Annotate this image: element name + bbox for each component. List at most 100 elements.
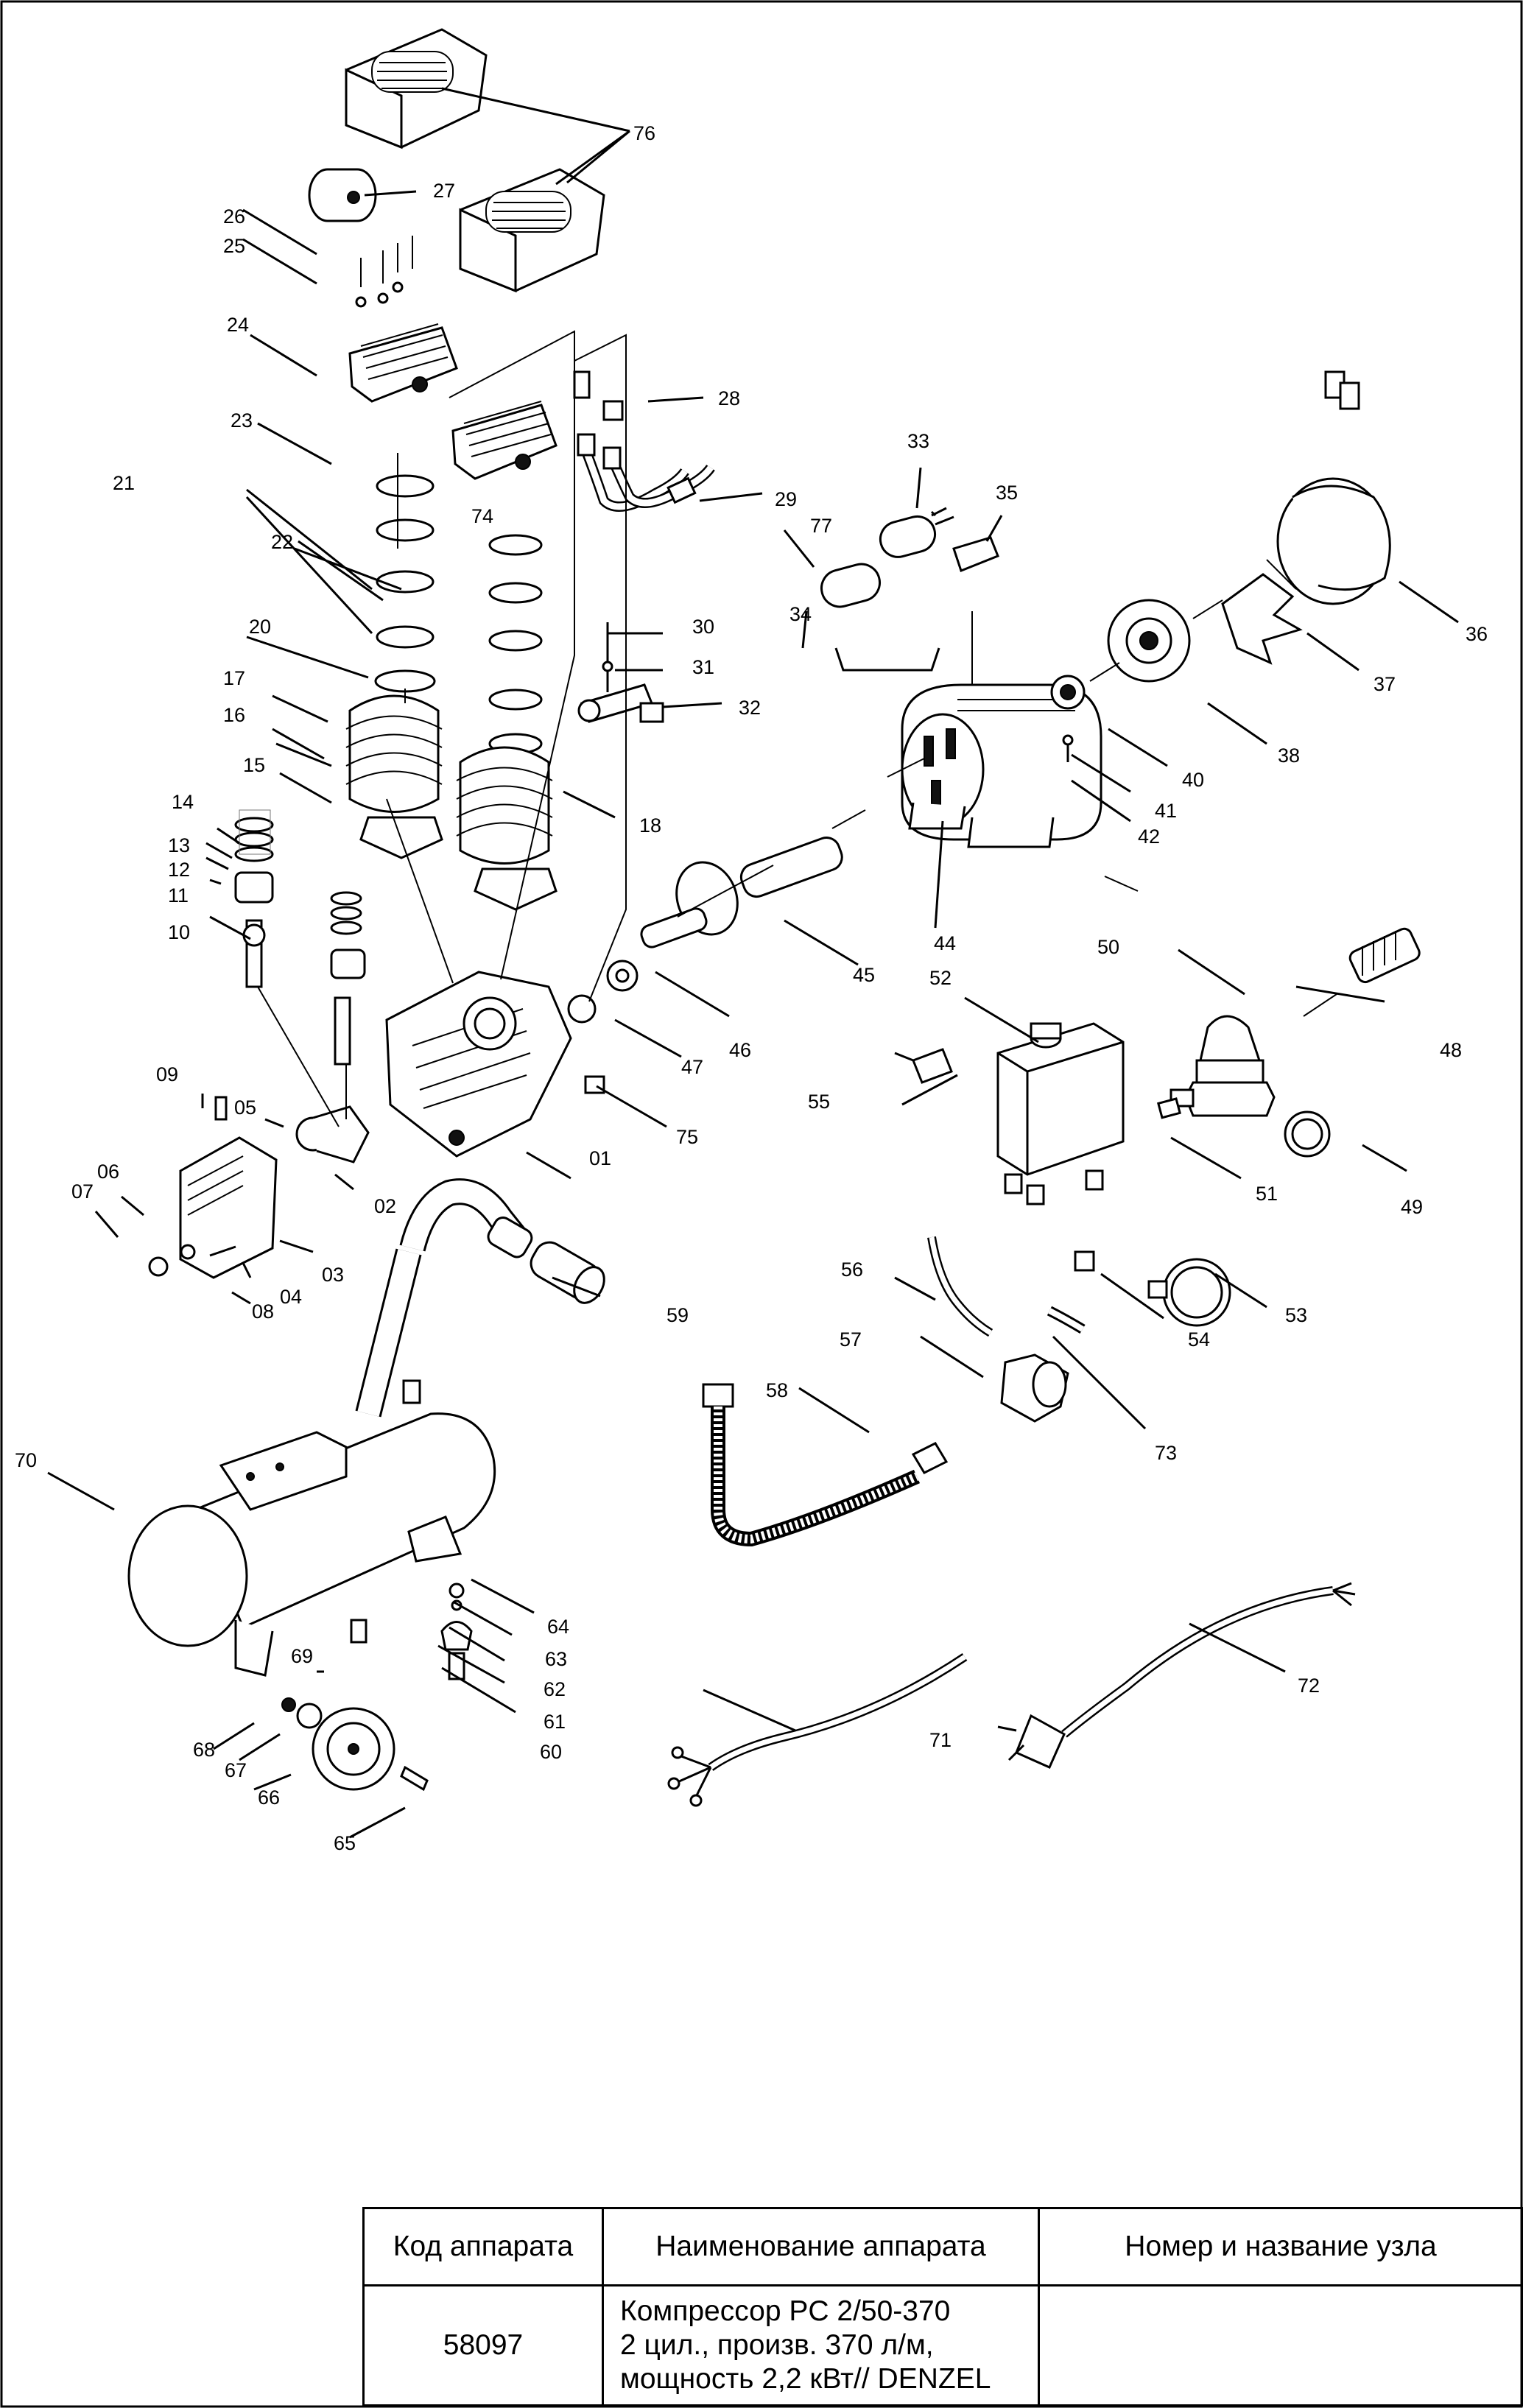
callout-01: 01 (589, 1147, 611, 1169)
assembly-guide-lines (257, 330, 1337, 1127)
callout-11: 11 (168, 884, 189, 906)
callout-59: 59 (666, 1304, 689, 1326)
callout-62: 62 (544, 1678, 566, 1700)
callout-24: 24 (227, 314, 249, 336)
intake-pipe (355, 1178, 605, 1418)
callout-67: 67 (225, 1759, 247, 1781)
air-tank (127, 1379, 496, 1677)
callout-27: 27 (433, 180, 455, 202)
flex-hose (702, 1383, 949, 1547)
callout-34: 34 (789, 603, 812, 625)
callout-23: 23 (231, 409, 253, 432)
callout-66: 66 (258, 1786, 280, 1809)
callout-52: 52 (929, 967, 952, 989)
leader-lines (47, 190, 1459, 1839)
callout-25: 25 (223, 235, 245, 257)
cell-name-line-1: Компрессор PC 2/50-370 (620, 2295, 951, 2327)
callout-42: 42 (1138, 825, 1160, 848)
callout-48: 48 (1440, 1039, 1462, 1061)
callout-71: 71 (929, 1729, 952, 1751)
callout-63: 63 (545, 1648, 567, 1670)
callout-36: 36 (1466, 623, 1488, 645)
title-block-table: Код аппарата Наименование аппарата Номер… (362, 2207, 1523, 2407)
delivery-pipes (573, 370, 715, 512)
callout-32: 32 (739, 697, 761, 719)
cell-name-line-3: мощность 2,2 кВт// DENZEL (620, 2363, 991, 2395)
callout-55: 55 (808, 1091, 830, 1113)
power-cables (667, 1582, 1356, 1807)
pressure-switch (996, 1022, 1125, 1272)
cover-leader-lines (441, 87, 630, 186)
callout-46: 46 (729, 1039, 751, 1061)
callout-41: 41 (1155, 800, 1177, 822)
callout-76: 76 (633, 122, 655, 144)
callout-10: 10 (168, 921, 190, 943)
cell-code: 58097 (362, 2284, 604, 2407)
cell-name: Компрессор PC 2/50-370 2 цил., произв. 3… (602, 2284, 1040, 2407)
head-bolts (355, 236, 413, 308)
callout-18: 18 (639, 814, 661, 837)
regulator-valve (1147, 927, 1421, 1327)
crankcase (385, 960, 639, 1158)
callout-70: 70 (15, 1449, 37, 1471)
callout-64: 64 (547, 1616, 569, 1638)
callout-40: 40 (1182, 769, 1204, 791)
callout-54: 54 (1188, 1328, 1210, 1351)
callout-16: 16 (223, 704, 245, 726)
callout-07: 07 (71, 1180, 94, 1203)
callout-69: 69 (291, 1645, 313, 1667)
check-valve-tubes (894, 1048, 1086, 1423)
callout-75: 75 (676, 1126, 698, 1148)
motor-end-parts (1050, 477, 1391, 710)
callout-05: 05 (234, 1096, 256, 1119)
valve-cover (148, 1096, 370, 1279)
callout-13: 13 (168, 834, 190, 856)
callout-17: 17 (223, 667, 245, 689)
callout-29: 29 (775, 488, 797, 510)
callout-21: 21 (113, 472, 135, 494)
callout-31: 31 (692, 656, 714, 678)
callout-35: 35 (996, 482, 1018, 504)
crankshaft (640, 837, 843, 948)
callout-26: 26 (223, 205, 245, 228)
callout-65: 65 (334, 1832, 356, 1854)
callout-74: 74 (471, 505, 493, 527)
callout-57: 57 (840, 1328, 862, 1351)
callout-15: 15 (243, 754, 265, 776)
callout-51: 51 (1256, 1183, 1278, 1205)
cylinder-head-covers (345, 28, 605, 293)
valve-plates-gaskets (374, 474, 543, 755)
callout-22: 22 (271, 531, 293, 553)
callout-30: 30 (692, 616, 714, 638)
callout-49: 49 (1401, 1196, 1423, 1218)
callout-28: 28 (718, 387, 740, 409)
callout-50: 50 (1097, 936, 1119, 958)
callout-56: 56 (841, 1258, 863, 1281)
header-name: Наименование аппарата (602, 2207, 1040, 2286)
callout-03: 03 (322, 1264, 344, 1286)
callout-38: 38 (1278, 744, 1300, 767)
callout-37: 37 (1373, 673, 1396, 695)
callout-14: 14 (172, 791, 194, 813)
cell-name-line-2: 2 цил., произв. 370 л/м, (620, 2328, 934, 2361)
motor-housing (901, 683, 1102, 848)
callout-06: 06 (97, 1161, 119, 1183)
callout-61: 61 (544, 1711, 566, 1733)
header-code: Код аппарата (362, 2207, 604, 2286)
cell-node (1038, 2284, 1523, 2407)
callout-02: 02 (374, 1195, 396, 1217)
callout-73: 73 (1155, 1442, 1177, 1464)
callout-47: 47 (681, 1056, 703, 1078)
callout-12: 12 (168, 859, 190, 881)
callout-20: 20 (249, 616, 271, 638)
callout-44: 44 (934, 932, 956, 954)
callout-08: 08 (252, 1300, 274, 1323)
callout-77: 77 (810, 515, 832, 537)
manifold-tee (577, 622, 664, 723)
callout-labels: 01 02 03 04 05 06 07 08 09 10 11 12 13 1… (15, 122, 1488, 1854)
callout-09: 09 (156, 1063, 178, 1085)
callout-72: 72 (1298, 1675, 1320, 1697)
header-node: Номер и название узла (1038, 2207, 1523, 2286)
callout-33: 33 (907, 430, 929, 452)
